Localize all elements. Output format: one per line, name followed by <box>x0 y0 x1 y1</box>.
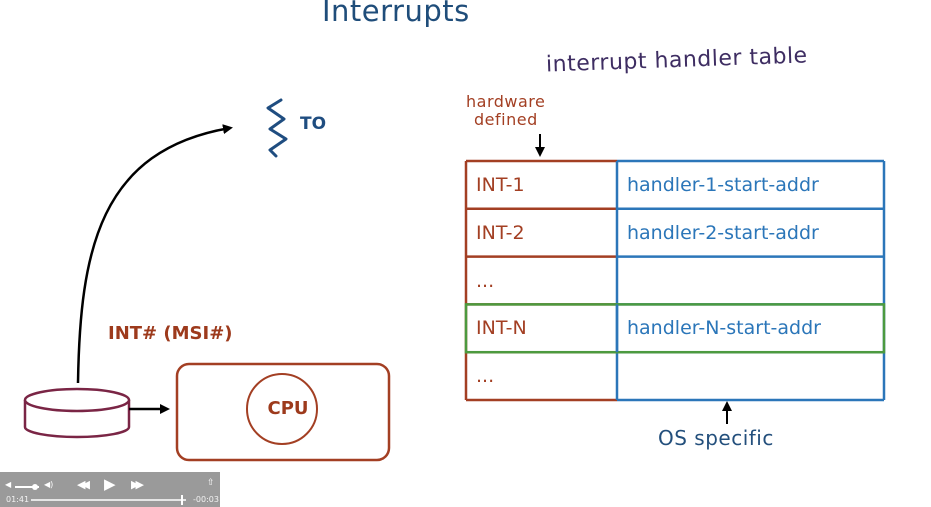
volume-high-icon[interactable]: ◀) <box>44 480 54 489</box>
table-cell-int: INT-N <box>476 317 527 339</box>
video-player-controls: ◀ ◀) ◀◀ ▶ ▶▶ ⇧ 01:41 -00:03 <box>0 472 220 507</box>
fast-forward-icon[interactable]: ▶▶ <box>131 478 144 491</box>
table-cell-int: ... <box>476 270 495 292</box>
highlighted-row-outline <box>464 303 886 354</box>
hardware-label-line2: defined <box>474 110 538 129</box>
table-cell-int: INT-1 <box>476 174 525 196</box>
progress-scrubber[interactable] <box>31 495 186 505</box>
table-cell-handler <box>617 257 883 305</box>
remaining-time: -00:03 <box>193 495 219 504</box>
thread-squiggle-icon <box>266 98 288 158</box>
cpu-label: CPU <box>267 398 309 419</box>
volume-slider-knob[interactable] <box>32 484 39 490</box>
current-time: 01:41 <box>6 495 30 504</box>
interrupt-number-label: INT# (MSI#) <box>108 323 233 344</box>
slide-title: Interrupts <box>322 0 470 28</box>
share-icon[interactable]: ⇧ <box>207 478 215 488</box>
table-cell-handler: handler-2-start-addr <box>627 222 819 244</box>
hardware-defined-label: hardware defined <box>466 93 545 129</box>
os-specific-label: OS specific <box>658 426 774 450</box>
cpu-circle <box>246 373 318 445</box>
volume-slider[interactable] <box>15 484 39 490</box>
play-icon[interactable]: ▶ <box>104 475 116 493</box>
table-cell-int: INT-2 <box>476 222 525 244</box>
table-cell-handler <box>617 352 883 400</box>
progress-scrubber-knob[interactable] <box>181 495 184 505</box>
volume-low-icon[interactable]: ◀ <box>5 480 12 489</box>
thread-label: TO <box>300 114 327 134</box>
hardware-label-line1: hardware <box>466 92 546 111</box>
cpu-box <box>175 362 391 462</box>
interrupt-flow-arrow <box>76 124 233 384</box>
table-cell-int: ... <box>476 365 495 387</box>
interrupt-handler-table-grid <box>464 159 886 402</box>
rewind-icon[interactable]: ◀◀ <box>77 478 90 491</box>
table-cell-handler: handler-1-start-addr <box>627 174 819 196</box>
device-disk-icon <box>23 387 131 439</box>
table-cell-handler: handler-N-start-addr <box>627 317 821 339</box>
